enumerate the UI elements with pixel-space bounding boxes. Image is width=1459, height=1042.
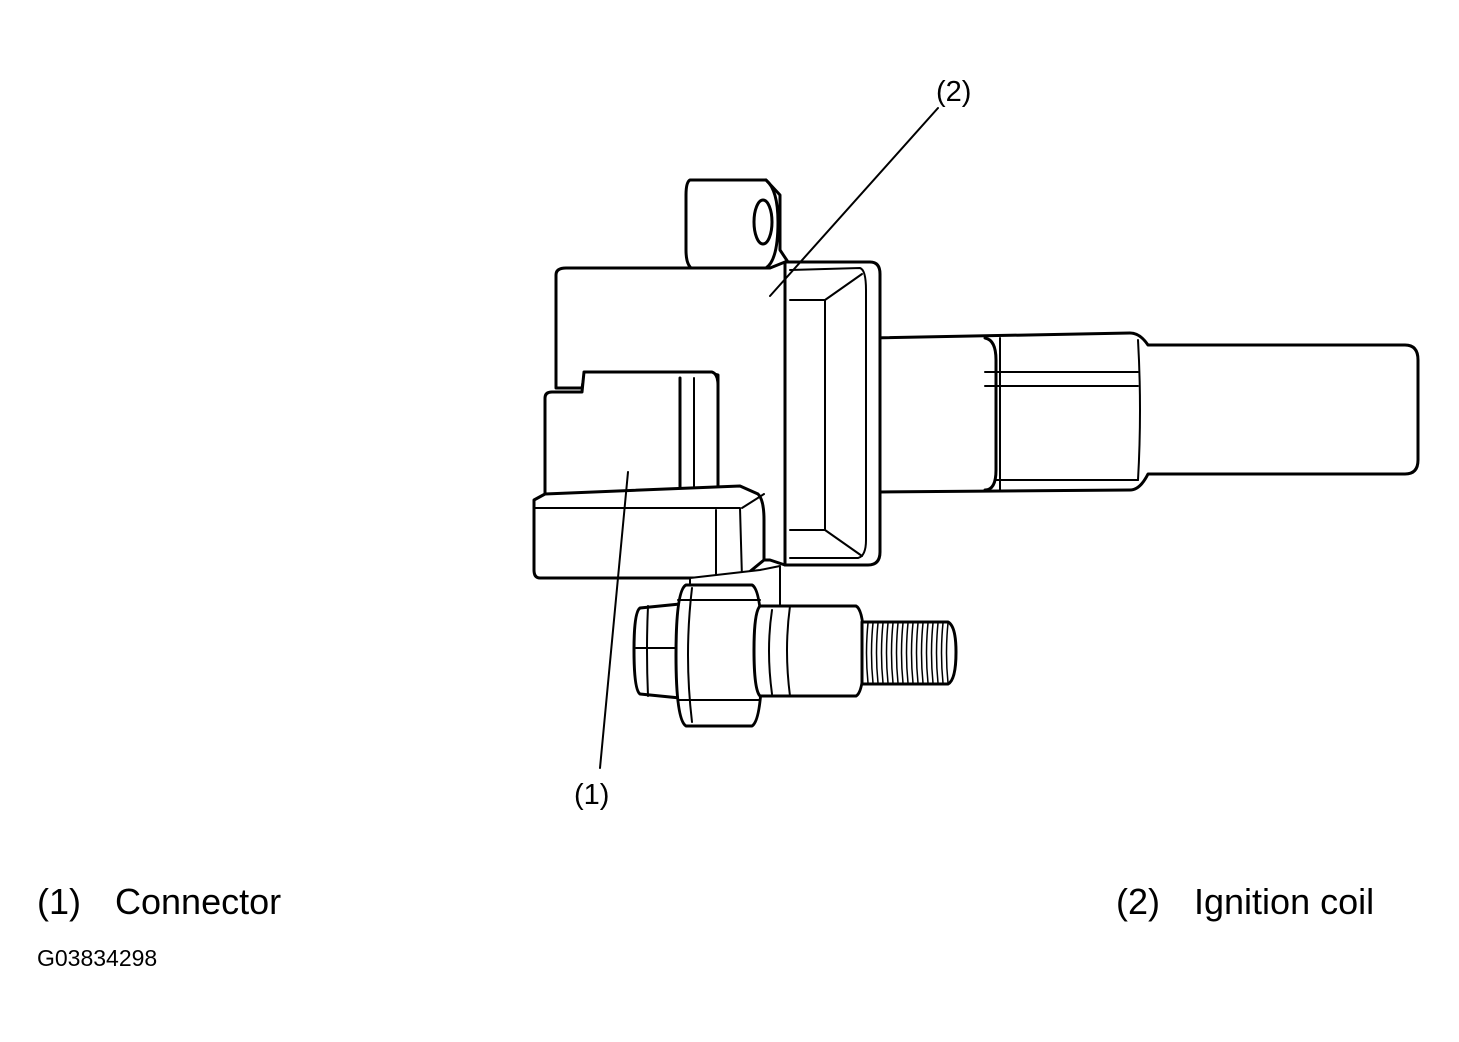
- thread-ridge: [932, 623, 934, 683]
- thread-ridge: [872, 623, 874, 683]
- leader-line-2: [769, 107, 939, 297]
- thread-ridge: [897, 623, 899, 683]
- thread-ridge: [912, 623, 914, 683]
- figure-id: G03834298: [37, 945, 158, 971]
- thread-ridge: [887, 623, 889, 683]
- thread-ridge: [942, 623, 944, 683]
- thread-ridge: [922, 623, 924, 683]
- thread-ridge: [947, 623, 949, 683]
- thread-ridge: [917, 623, 919, 683]
- leader-line-1: [599, 471, 629, 769]
- mounting-lug: [686, 180, 790, 270]
- thread-ridge: [937, 623, 939, 683]
- thread-ridge: [867, 623, 869, 683]
- thread-ridge: [882, 623, 884, 683]
- legend-item-ignition-coil: (2) Ignition coil: [1116, 880, 1374, 924]
- coil-boot: [866, 333, 1418, 492]
- connector-lip: [534, 486, 764, 578]
- callout-1: (1): [574, 779, 609, 811]
- legend-text: Ignition coil: [1194, 881, 1375, 922]
- thread-ridge: [892, 623, 894, 683]
- callout-2: (2): [936, 76, 971, 108]
- legend-item-connector: (1) Connector: [37, 880, 281, 924]
- connector: [545, 372, 718, 500]
- thread-ridge: [927, 623, 929, 683]
- bolt-shank: [754, 606, 864, 696]
- legend-number: (1): [37, 881, 81, 922]
- thread-ridge: [907, 623, 909, 683]
- thread-ridge: [877, 623, 879, 683]
- legend-text: Connector: [115, 881, 282, 922]
- bolt-nut: [676, 585, 762, 726]
- bolt-thread: [862, 622, 956, 684]
- thread-ridge: [902, 623, 904, 683]
- legend-number: (2): [1116, 881, 1160, 922]
